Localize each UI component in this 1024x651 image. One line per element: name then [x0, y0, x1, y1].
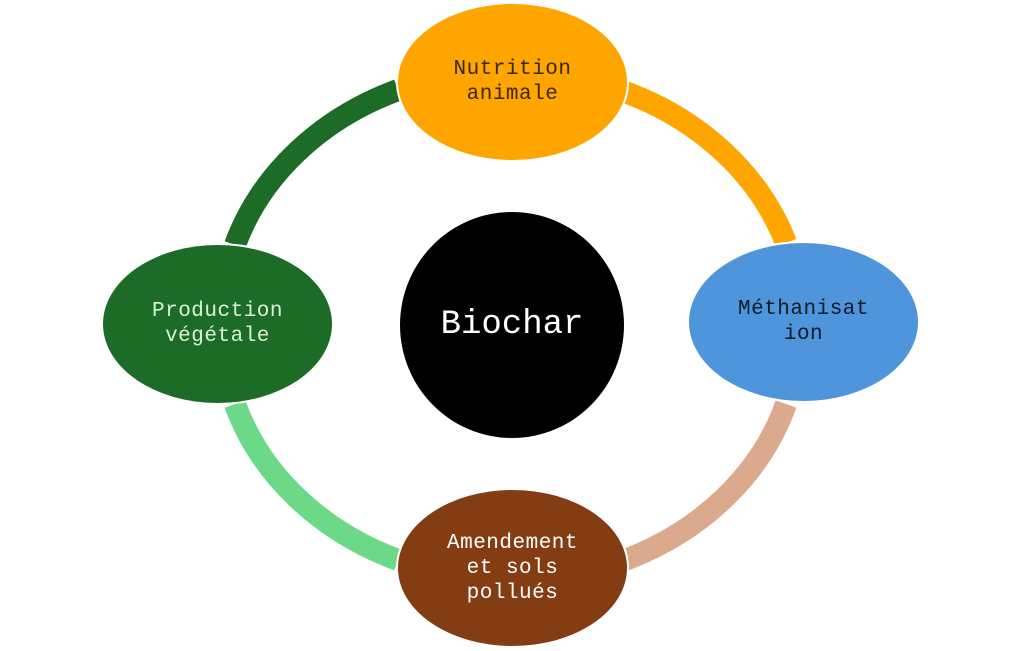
node-label: Méthanisat ion: [737, 298, 870, 346]
arc-left-top: [224, 79, 402, 249]
arc-bottom-left: [224, 400, 402, 571]
node-label: Amendement et sols pollués: [446, 531, 579, 605]
arc-right-bottom: [621, 400, 797, 571]
node-production-vegetale: Production végétale: [101, 243, 334, 405]
node-nutrition-animale: Nutrition animale: [396, 2, 629, 162]
center-label: Biochar: [440, 306, 584, 344]
node-label: Production végétale: [151, 300, 284, 348]
node-amendement: Amendement et sols pollués: [396, 488, 629, 648]
node-biochar-center: Biochar: [398, 210, 626, 440]
arc-top-right: [621, 81, 797, 248]
node-label: Nutrition animale: [453, 58, 572, 106]
node-methanisation: Méthanisat ion: [687, 241, 920, 403]
